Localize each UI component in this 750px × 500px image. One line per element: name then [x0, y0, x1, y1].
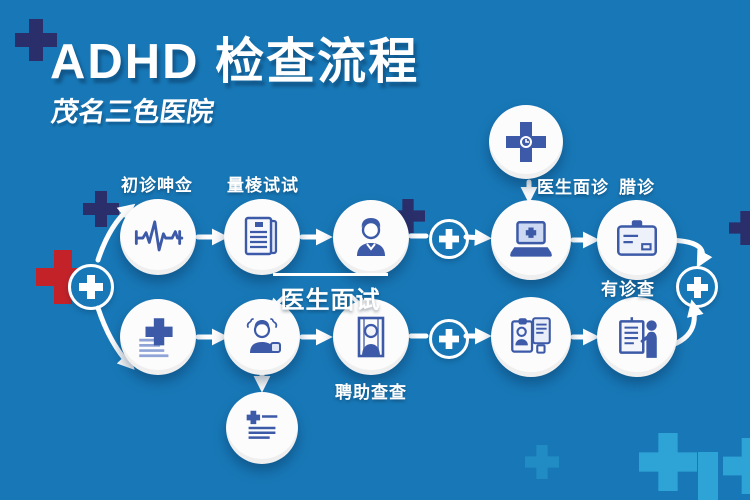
hospital-cross-icon	[139, 318, 173, 358]
document-report-icon	[244, 216, 278, 256]
label-diagnosis: 腊诊	[619, 178, 655, 197]
plus-circle-icon	[439, 329, 459, 349]
node-consultation	[224, 299, 300, 375]
person-chart-icon	[619, 317, 657, 358]
node-initial-assessment	[120, 199, 196, 275]
start-plus-circle	[68, 264, 114, 310]
id-badge-icon	[617, 220, 657, 256]
label-scale-test: 量棱试试	[227, 176, 299, 195]
laptop-medical-icon	[510, 221, 552, 257]
node-doctor-online	[491, 200, 571, 280]
navy-cross-decoration	[83, 191, 119, 227]
arrow-branch-down	[95, 305, 135, 370]
navy-cross-decoration	[391, 199, 425, 233]
consulting-person-icon	[246, 318, 281, 353]
plus-circle-icon	[79, 275, 103, 299]
node-report-review	[597, 297, 677, 377]
connector-plus-circle-row2	[429, 319, 469, 359]
node-registration	[597, 200, 677, 280]
label-recheck: 有诊查	[601, 280, 655, 299]
node-medical-records	[491, 297, 571, 377]
node-body-scan	[333, 299, 409, 375]
cyan-cross-decoration	[723, 438, 750, 494]
medical-report-icon	[246, 410, 278, 439]
node-scale-test	[224, 199, 300, 275]
plus-circle-icon	[439, 229, 459, 249]
node-hospital	[120, 299, 196, 375]
cyan-cross-decoration	[525, 445, 559, 479]
arrow-branch-up	[95, 203, 136, 263]
label-initial-assessment: 初诊呻佥	[121, 176, 193, 195]
navy-cross-decoration	[729, 211, 750, 245]
cyan-bar-decoration	[698, 452, 718, 500]
label-aux-exam: 聘助查查	[335, 383, 407, 402]
node-patient	[333, 200, 409, 276]
node-medical-report-bottom	[226, 392, 298, 464]
page-subtitle: 茂名三色医院	[49, 97, 216, 127]
ecg-waveform-icon	[134, 220, 184, 252]
person-icon	[357, 218, 385, 256]
cyan-cross-decoration	[639, 433, 697, 491]
medical-cross-icon	[506, 122, 546, 162]
body-scan-icon	[357, 316, 385, 358]
red-cross-decoration	[36, 250, 90, 304]
label-doctor-consult: 医生面诊	[537, 178, 609, 197]
clipboard-documents-icon	[511, 317, 551, 354]
plus-circle-icon	[686, 276, 708, 298]
page-title: ADHD 检查流程	[50, 35, 420, 89]
navy-cross-decoration	[15, 19, 57, 61]
label-doctor-interview: 医生面试	[273, 273, 388, 315]
node-medical-cross-top	[489, 105, 563, 179]
arrow-row1-3	[463, 228, 492, 246]
